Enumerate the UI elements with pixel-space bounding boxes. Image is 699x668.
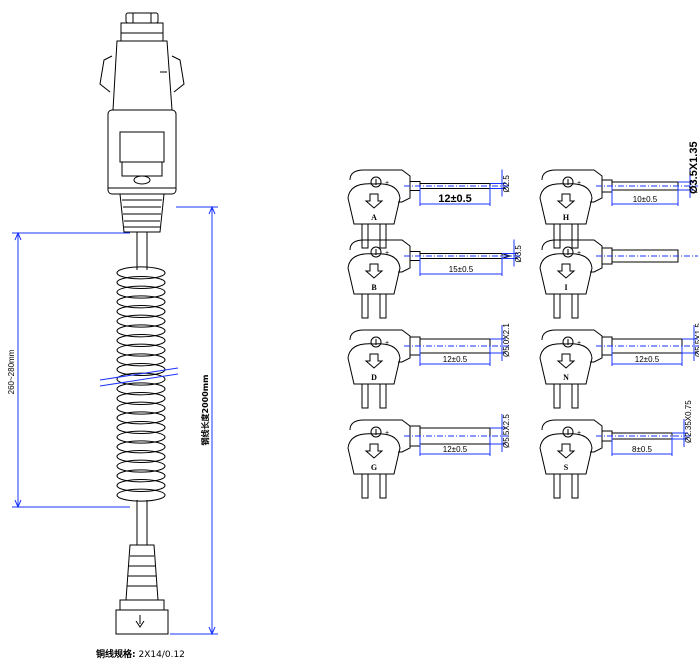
coiled-cable bbox=[116, 262, 166, 502]
plug-letter: D bbox=[371, 373, 377, 382]
coil-loop bbox=[116, 334, 166, 347]
wire-spec-value: 2X14/0.12 bbox=[138, 650, 185, 660]
length-dimension bbox=[419, 186, 491, 206]
coil-loop bbox=[116, 343, 166, 357]
coil-loop bbox=[116, 324, 166, 338]
coil-loop bbox=[116, 450, 166, 463]
diameter-dimension bbox=[502, 239, 518, 267]
coil-loop bbox=[116, 421, 166, 434]
plus-mark: + bbox=[385, 180, 389, 187]
plug-letter: N bbox=[563, 373, 569, 382]
length-label: 15±0.5 bbox=[449, 265, 474, 274]
wire-spec-label: 铜线规格: bbox=[96, 650, 136, 660]
coil-loop bbox=[116, 479, 166, 492]
diameter-dimension bbox=[678, 168, 694, 198]
coil-loop bbox=[116, 411, 166, 425]
coil-loop bbox=[116, 459, 166, 473]
plus-mark: + bbox=[385, 430, 389, 437]
length-label: 12±0.5 bbox=[635, 355, 660, 364]
length-label: 12±0.5 bbox=[438, 193, 472, 205]
diameter-label: Ø3.5X1.35 bbox=[688, 141, 699, 194]
coil-loop bbox=[116, 401, 166, 415]
plug-n: + N 12±0.5 Ø5.5X1.5 bbox=[539, 323, 699, 409]
dc-output-plug bbox=[115, 500, 169, 635]
coil-loop bbox=[116, 353, 166, 367]
coil-loop bbox=[116, 285, 166, 299]
length-label: 10±0.5 bbox=[633, 195, 658, 204]
coil-loop bbox=[116, 430, 166, 444]
length-dimension bbox=[419, 256, 503, 276]
plug-letter: H bbox=[563, 213, 570, 222]
plug-g: + G 12±0.5 Ø5.5X2.5 bbox=[347, 414, 511, 499]
diameter-dimension bbox=[490, 414, 506, 452]
coil-loop bbox=[116, 440, 166, 454]
diameter-label: Ø5.0X2.1 bbox=[502, 323, 511, 357]
length-label: 12±0.5 bbox=[443, 355, 468, 364]
coil-loop bbox=[116, 295, 166, 309]
wire-spec: 铜线规格: 2X14/0.12 bbox=[96, 647, 185, 660]
plus-mark: + bbox=[577, 430, 581, 437]
coil-loop bbox=[116, 314, 166, 328]
plug-letter: A bbox=[371, 213, 377, 222]
plug-letter: I bbox=[564, 283, 567, 292]
length-dimension bbox=[611, 346, 683, 366]
length-dimension bbox=[611, 186, 679, 206]
plug-letter: S bbox=[564, 463, 569, 472]
plus-mark: + bbox=[385, 340, 389, 347]
length-dimension bbox=[419, 346, 491, 366]
plus-mark: + bbox=[385, 250, 389, 257]
plug-b: + B 15±0.5 Ø3.5 bbox=[347, 239, 523, 319]
diameter-label: Ø5.5X1.5 bbox=[694, 323, 699, 357]
break-marks bbox=[99, 367, 179, 387]
coil-loop bbox=[116, 372, 166, 386]
coil-loop bbox=[116, 276, 166, 289]
diameter-label: Ø5.5X2.5 bbox=[502, 414, 511, 448]
plug-variants: +A12±0.5Ø2.5+B15±0.5Ø3.5+D12±0.5Ø5.0X2.1… bbox=[347, 141, 699, 499]
plug-h: + H 10±0.5 Ø3.5X1.35 bbox=[539, 141, 699, 249]
length-label: 8±0.5 bbox=[632, 445, 653, 454]
plus-mark: + bbox=[577, 340, 581, 347]
diameter-label: Ø2.5 bbox=[502, 175, 511, 193]
plug-letter: B bbox=[371, 283, 377, 292]
coil-length-dimension bbox=[12, 231, 130, 509]
coil-loop bbox=[116, 266, 166, 280]
diameter-dimension bbox=[682, 325, 698, 361]
total-length-label: 钢线长度2000mm bbox=[200, 375, 210, 446]
length-dimension bbox=[419, 436, 491, 456]
coil-length-label: 260~280mm bbox=[7, 349, 16, 394]
diameter-label: Ø3.5 bbox=[514, 245, 523, 263]
car-charger-plug bbox=[99, 12, 185, 262]
diameter-dimension bbox=[672, 419, 688, 447]
plus-mark: + bbox=[577, 250, 581, 257]
length-label: 12±0.5 bbox=[443, 445, 468, 454]
coil-loop bbox=[116, 305, 166, 318]
coil-loop bbox=[116, 488, 166, 502]
plug-s: + S 8±0.5 Ø2.35X0.75 bbox=[539, 400, 693, 499]
plug-d: + D 12±0.5 Ø5.0X2.1 bbox=[347, 323, 511, 409]
coil-loop bbox=[116, 469, 166, 483]
plug-letter: G bbox=[371, 463, 377, 472]
total-length-dimension bbox=[170, 205, 218, 636]
coil-loop bbox=[116, 382, 166, 396]
diameter-label: Ø2.35X0.75 bbox=[684, 400, 693, 443]
diameter-dimension bbox=[490, 169, 506, 197]
plus-mark: + bbox=[577, 180, 581, 187]
diameter-dimension bbox=[490, 325, 506, 361]
plug-a: + A 12±0.5 Ø2.5 bbox=[347, 169, 511, 249]
coil-loop bbox=[116, 392, 166, 405]
plug-i: +I bbox=[539, 239, 698, 319]
